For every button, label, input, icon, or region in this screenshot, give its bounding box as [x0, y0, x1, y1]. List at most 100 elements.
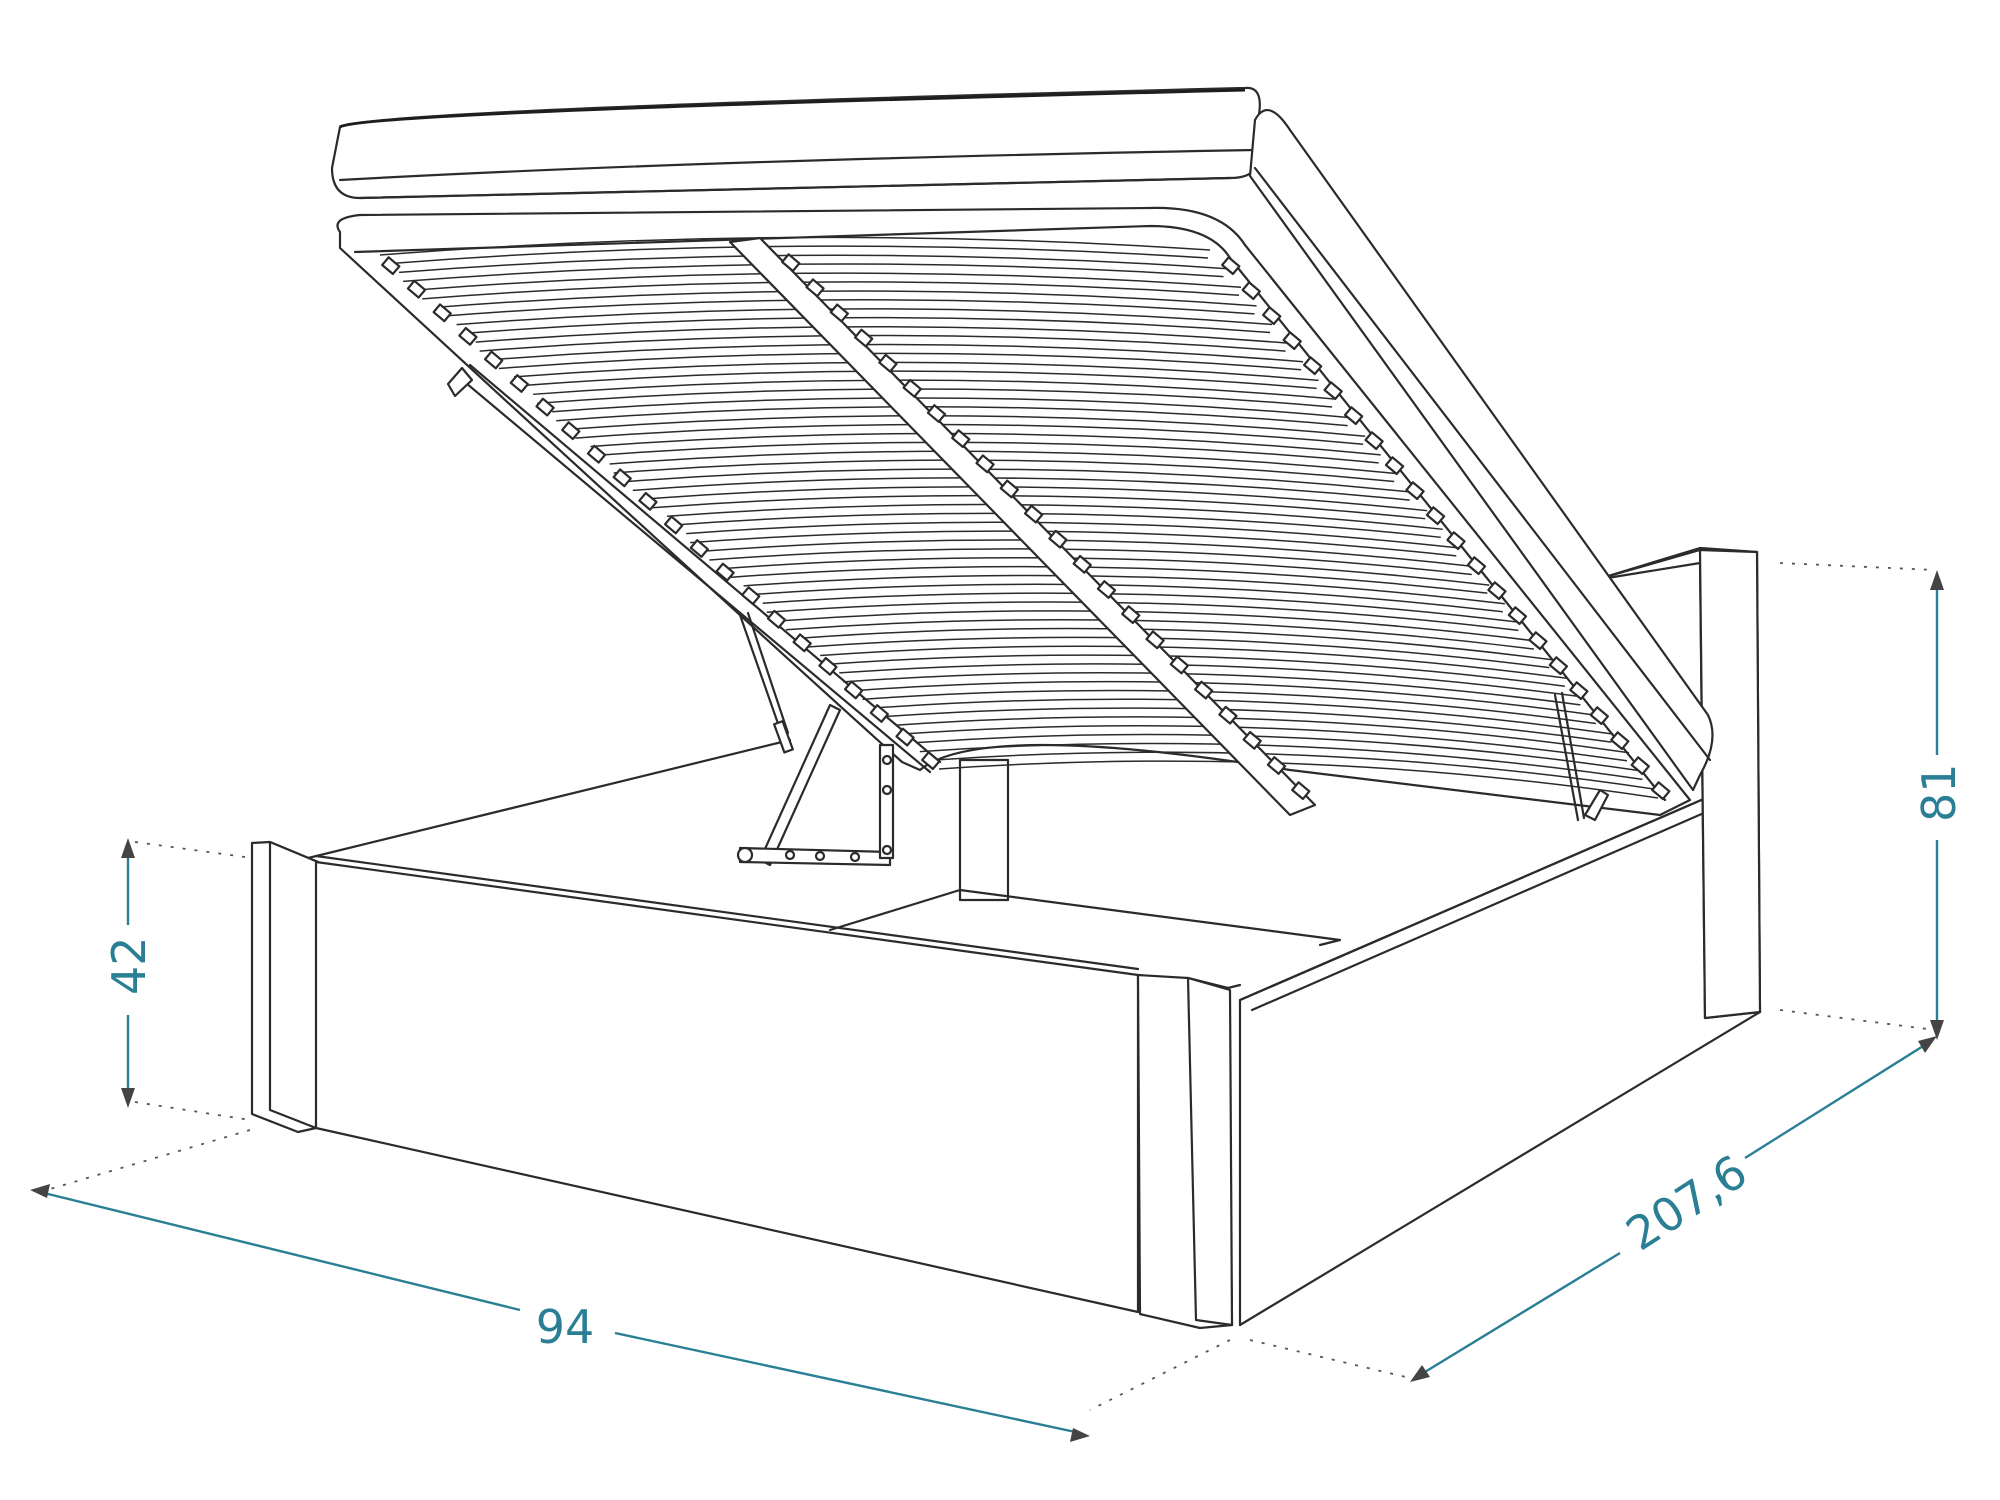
slat-holder	[741, 586, 761, 606]
slat	[705, 539, 1474, 568]
slat-holders-left	[381, 256, 941, 771]
slat	[513, 361, 1319, 382]
slat-edge	[766, 601, 1519, 632]
slat-edge	[824, 654, 1565, 688]
slat-holder	[878, 353, 898, 373]
slat-holder	[1630, 756, 1650, 776]
slat-holder	[895, 727, 915, 747]
slat	[686, 521, 1459, 549]
slat-holder	[715, 562, 735, 582]
slat-holder	[689, 539, 710, 558]
slat-holder	[1384, 456, 1405, 476]
slat-holder	[638, 491, 658, 511]
slat-holder	[612, 468, 632, 488]
slat-holder	[1487, 581, 1507, 601]
slat-edge	[479, 334, 1286, 352]
dimension-lines	[30, 562, 1944, 1442]
slat-holder	[1425, 506, 1446, 526]
slat-holders-middle	[781, 253, 1311, 801]
slat-holder	[1262, 306, 1282, 326]
slat-edge	[804, 636, 1550, 669]
slat	[647, 486, 1428, 512]
slat-holder	[1145, 630, 1165, 650]
slat-edge	[383, 245, 1209, 265]
slat-holder	[1364, 431, 1384, 451]
slat	[456, 308, 1273, 326]
slat	[820, 645, 1567, 680]
slat-holder	[561, 421, 581, 441]
slat-holder	[586, 444, 607, 464]
slat-edge	[575, 423, 1364, 445]
slat-edge	[613, 459, 1395, 483]
lid-center-bar	[728, 236, 1317, 817]
slat-holder	[483, 350, 504, 370]
slat-holder	[1282, 331, 1302, 351]
slat-holder	[843, 680, 864, 700]
slat-holder	[1302, 356, 1323, 376]
slat-holder	[902, 378, 922, 398]
center-post	[958, 758, 1010, 902]
slat-holder	[1266, 756, 1287, 775]
slat-edge	[498, 352, 1302, 371]
slat	[858, 680, 1599, 717]
slat-holder	[781, 253, 801, 273]
dimension-headboard-height-label: 81	[1912, 763, 1966, 822]
footboard-panel	[314, 860, 1140, 1314]
slat-edge	[403, 263, 1224, 283]
slat	[437, 290, 1257, 308]
slat-edge	[862, 689, 1597, 725]
dimension-length-label: 207,6	[1617, 1144, 1757, 1261]
slat	[494, 343, 1304, 363]
slat-holder	[1072, 554, 1092, 574]
slat-holder	[1241, 281, 1261, 301]
slat-edge	[747, 583, 1503, 613]
slat-edge	[537, 388, 1333, 408]
slat-edge	[632, 477, 1410, 501]
right-side-rail	[1238, 776, 1762, 1327]
slat-edge	[671, 512, 1441, 539]
slat-edge	[900, 725, 1628, 762]
slat-holder	[1096, 580, 1117, 599]
gas-lift-mechanism	[736, 611, 1610, 867]
slat-holder	[1218, 705, 1238, 725]
slat	[800, 627, 1552, 661]
slat-edge	[938, 760, 1659, 799]
slat-holder	[406, 279, 427, 299]
slat-edge	[843, 672, 1581, 706]
slat	[839, 663, 1583, 698]
slat	[915, 733, 1645, 773]
slat-holder	[766, 609, 787, 629]
slat-holder	[921, 751, 941, 771]
slat-holder	[535, 397, 555, 417]
slat	[896, 716, 1630, 754]
slat-holder	[999, 479, 1020, 499]
slat-edge	[728, 565, 1488, 594]
slat-edge	[785, 618, 1534, 650]
slat-holder	[1610, 731, 1630, 751]
slat-edge	[594, 441, 1379, 464]
dimension-width-label: 94	[536, 1300, 595, 1354]
slat-holder	[805, 278, 825, 298]
dimension-side-height-label: 42	[102, 936, 156, 995]
slat-holder	[1193, 680, 1214, 700]
slat-edge	[422, 281, 1240, 300]
slat-holder	[1169, 655, 1190, 675]
slat-holder	[975, 454, 995, 474]
slat-holder	[951, 429, 971, 449]
slat	[628, 468, 1412, 493]
slat	[762, 592, 1521, 624]
slat-holder	[926, 404, 947, 423]
bed-frame	[250, 546, 1762, 1330]
slat-edge	[556, 406, 1348, 427]
slat	[590, 432, 1381, 456]
slat-holder	[509, 374, 530, 393]
slat	[934, 751, 1661, 791]
slat-holder	[1466, 556, 1487, 576]
slat-holder	[1343, 406, 1364, 426]
slat-edge	[651, 494, 1426, 520]
slat-holder	[1323, 381, 1343, 401]
slat	[533, 379, 1335, 400]
slat-holder	[1221, 256, 1241, 276]
storage-floor	[828, 888, 1342, 947]
